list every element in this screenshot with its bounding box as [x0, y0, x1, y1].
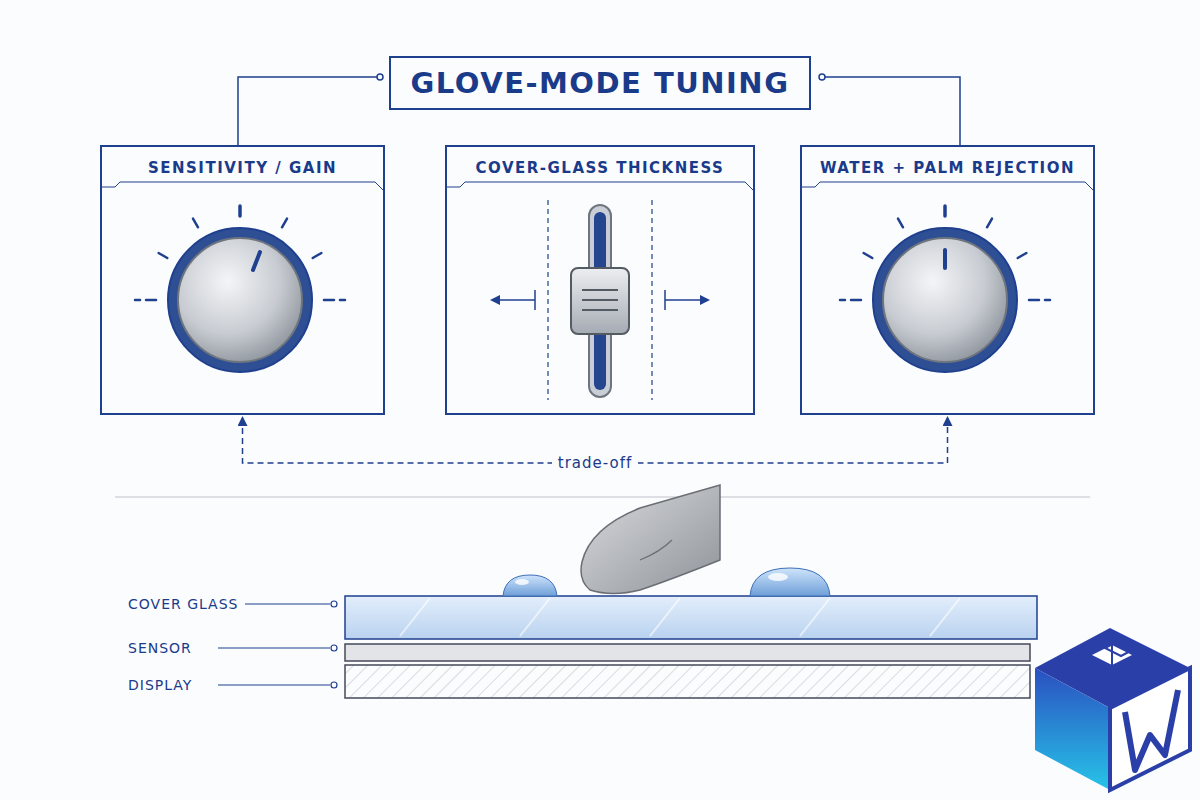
panel-heading: COVER-GLASS THICKNESS — [447, 147, 753, 177]
tick-mark — [193, 219, 198, 228]
tick-mark — [840, 299, 845, 302]
tick-mark — [238, 206, 242, 216]
tick-mark — [864, 253, 873, 258]
tick-mark — [898, 219, 903, 228]
tick-mark — [1045, 299, 1050, 302]
diagram-title: GLOVE-MODE TUNING — [389, 56, 812, 110]
tick-mark — [851, 299, 861, 302]
tick-mark — [146, 299, 156, 302]
tick-mark — [159, 253, 168, 258]
tick-mark — [1029, 299, 1039, 302]
layer-label: DISPLAY — [128, 677, 196, 693]
edge-label: trade-off — [552, 454, 638, 472]
tick-mark — [340, 299, 345, 302]
tick-mark — [1018, 253, 1027, 258]
panel-box: SENSITIVITY / GAIN — [100, 145, 385, 415]
tick-mark — [987, 219, 992, 228]
tick-mark — [282, 219, 287, 228]
layer-label: SENSOR — [128, 640, 196, 656]
tick-mark — [313, 253, 322, 258]
tick-mark — [135, 299, 140, 302]
tick-mark — [324, 299, 334, 302]
layer-label: COVER GLASS — [128, 596, 242, 612]
panel-heading: SENSITIVITY / GAIN — [102, 147, 383, 177]
panel-box: COVER-GLASS THICKNESS — [445, 145, 755, 415]
panel-heading: WATER + PALM REJECTION — [802, 147, 1093, 177]
panel-box: WATER + PALM REJECTION — [800, 145, 1095, 415]
tick-mark — [943, 206, 947, 216]
